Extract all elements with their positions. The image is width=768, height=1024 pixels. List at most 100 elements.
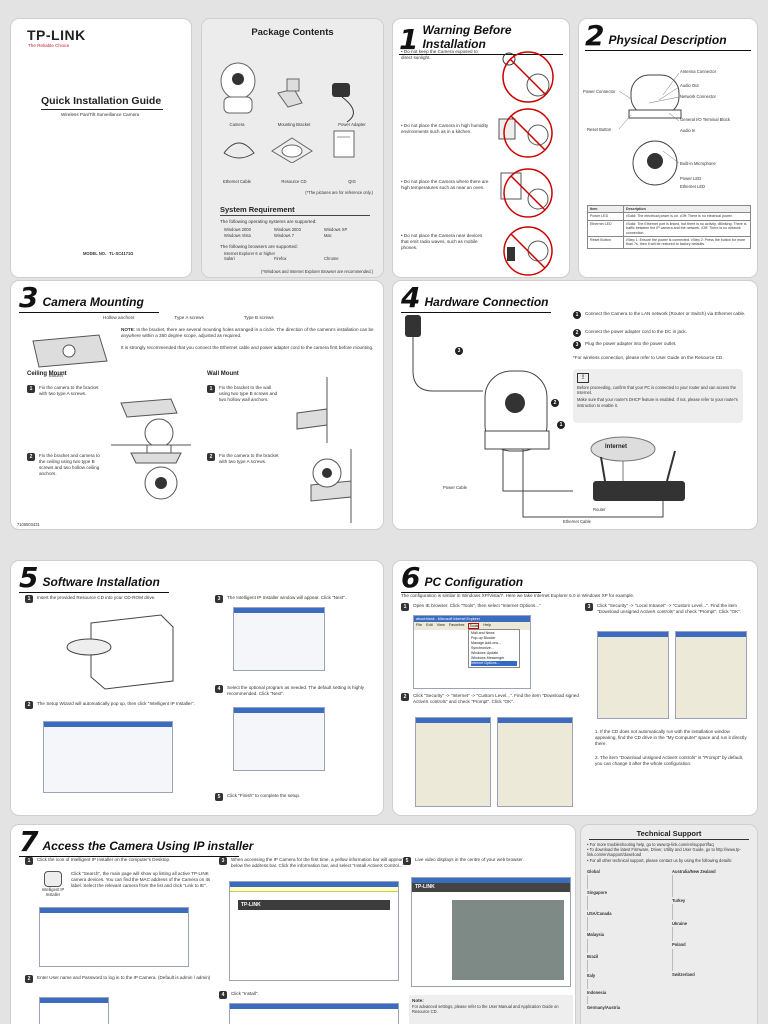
pc-intro: The configuration is similar in Windows … xyxy=(401,593,635,598)
browser-item: Firefox xyxy=(274,256,287,262)
cd-drive-image xyxy=(66,614,174,690)
sw-step-1: Insert the provided Resource CD into you… xyxy=(37,595,156,600)
item-bracket-label: Mounting Bracket xyxy=(277,122,311,127)
item-camera-label: Camera xyxy=(229,122,245,127)
browser-intro: The following browsers are supported: xyxy=(220,244,298,249)
router-image xyxy=(593,450,685,501)
tools-menu-item[interactable]: Windows Messenger xyxy=(471,656,505,660)
menu-tools[interactable]: Tools xyxy=(468,623,480,629)
camera-image xyxy=(220,62,256,114)
step-badge: 1 xyxy=(25,857,33,865)
support-panel: Technical Support • For more troubleshoo… xyxy=(580,824,758,1024)
mounting-illustrations xyxy=(111,377,352,523)
hw-step-1: Connect the Camera to the LAN network (R… xyxy=(585,311,746,316)
audio-in-label: Audio In xyxy=(680,128,696,133)
access-note-box: Note: For advanced settings, please refe… xyxy=(409,995,573,1024)
warning-item: • Do not keep the Camera exposed to dire… xyxy=(401,49,478,60)
router-label: Router xyxy=(593,507,606,512)
ip-installer-desktop-icon[interactable]: Intelligent IP Installer xyxy=(39,871,67,897)
access-step-4: Click "Install". xyxy=(231,991,259,996)
pc-step-1: Open IE browser. Click "Tools", then sel… xyxy=(413,603,541,608)
physical-title: Physical Description xyxy=(608,33,727,47)
access-step-2: Enter User name and Password to log in t… xyxy=(37,975,211,980)
ethernet-cable-label: Ethernet Cable xyxy=(563,519,591,524)
tools-dropdown: Mail and News Pop-up Blocker Manage Add-… xyxy=(468,629,520,668)
package-note: (*The pictures are for reference only.) xyxy=(305,190,373,195)
item-adapter-label: Power Adapter xyxy=(338,122,366,127)
step-badge: 1 xyxy=(27,385,35,393)
support-region: Ukraine xyxy=(672,921,688,927)
ceiling-step-1-image xyxy=(120,398,178,456)
access-step-3: When accessing the IP Camera for the fir… xyxy=(231,857,406,868)
internet-custom-level-screenshot xyxy=(497,717,573,807)
access-step-number: 7 xyxy=(19,825,39,858)
browser-item: Safari xyxy=(224,256,235,262)
hw-step-3: Plug the power adapter into the power ou… xyxy=(585,341,677,346)
tools-menu-item[interactable]: Pop-up Blocker xyxy=(471,636,496,640)
pc-title: PC Configuration xyxy=(424,575,524,589)
step-badge: 1 xyxy=(401,603,409,611)
menu-help[interactable]: Help xyxy=(483,623,492,627)
menu-favorites[interactable]: Favorites xyxy=(448,623,465,627)
tools-menu-item[interactable]: Windows Update xyxy=(471,651,499,655)
model-number: TL-SC4171G xyxy=(109,251,134,256)
physical-step-number: 2 xyxy=(585,19,605,52)
cover-panel: TP-LINK The Reliable Choice Quick Instal… xyxy=(10,18,192,278)
tools-menu-item-internet-options[interactable]: Internet Options... xyxy=(471,661,517,666)
mounting-step-number: 3 xyxy=(19,281,39,314)
camera-icon xyxy=(44,871,62,887)
note-label: NOTE xyxy=(121,327,134,332)
tools-menu-item[interactable]: Mail and News xyxy=(471,631,495,635)
package-title: Package Contents xyxy=(251,27,334,38)
cd-image xyxy=(271,137,313,163)
cable-image xyxy=(223,142,255,159)
program-select-screenshot xyxy=(233,707,325,771)
desktop-icon-label: Intelligent IP Installer xyxy=(41,887,65,898)
access-title: Access the Camera Using IP installer xyxy=(42,839,254,853)
table-row: Ethernet LED•Solid: The Ethernet port is… xyxy=(587,219,751,238)
table-row: Reset Button•Step 1: Ensure the power is… xyxy=(587,236,751,249)
step-badge: 3 xyxy=(585,603,593,611)
support-region: Singapore xyxy=(587,890,608,896)
step-badge: 3 xyxy=(573,341,581,349)
sw-step-5: Click "Finish" to complete the setup. xyxy=(227,793,301,798)
step-badge: 5 xyxy=(403,857,411,865)
login-screenshot xyxy=(39,997,109,1024)
ie-window-title: about:blank - Microsoft Internet Explore… xyxy=(414,616,530,622)
tools-menu-item[interactable]: Manage Add-ons... xyxy=(471,641,502,645)
access-step-1: Click the icon of Intelligent IP Install… xyxy=(37,857,171,862)
browser-note: (*Windows and Internet Explorer Browser … xyxy=(261,269,373,274)
support-region: Australia/New Zealand xyxy=(672,868,716,874)
document-code: 7106503431 xyxy=(17,521,40,527)
tools-menu-item[interactable]: Synchronize... xyxy=(471,646,494,650)
os-intro: The following operating systems are supp… xyxy=(220,219,317,224)
support-line: • To download the latest Firmware, Drive… xyxy=(587,847,741,858)
support-region: Malaysia xyxy=(587,932,605,938)
step-badge: 3 xyxy=(455,347,463,355)
audio-out-label: Audio Out xyxy=(680,83,699,88)
mounting-note-2: It is strongly recommended that you conn… xyxy=(121,345,374,350)
warning-item: • Do not place the Camera near devices t… xyxy=(401,233,483,250)
os-item: Windows 7 xyxy=(274,233,295,239)
warning-icon: ! xyxy=(577,373,589,383)
support-region: Turkey xyxy=(672,898,686,904)
package-panel: Package Contents Camera Mounting Bracket… xyxy=(201,18,384,278)
table-header: Description xyxy=(623,204,751,214)
table-header: Item xyxy=(587,204,624,214)
step-badge: 2 xyxy=(207,453,215,461)
bracket-image xyxy=(32,334,108,368)
hw-warning-2: Make sure that your router's DHCP featur… xyxy=(577,397,738,408)
step-badge: 4 xyxy=(219,991,227,999)
menu-edit[interactable]: Edit xyxy=(426,623,433,627)
menu-file[interactable]: File xyxy=(416,623,423,627)
support-line: • For all other technical support, pleas… xyxy=(587,857,733,863)
access-note-label: Note: xyxy=(412,998,424,1003)
microphone-label: Built-in Microphone xyxy=(680,161,716,166)
menu-view[interactable]: View xyxy=(436,623,445,627)
hardware-warning-box: ! Before proceeding, confirm that your P… xyxy=(573,369,743,423)
